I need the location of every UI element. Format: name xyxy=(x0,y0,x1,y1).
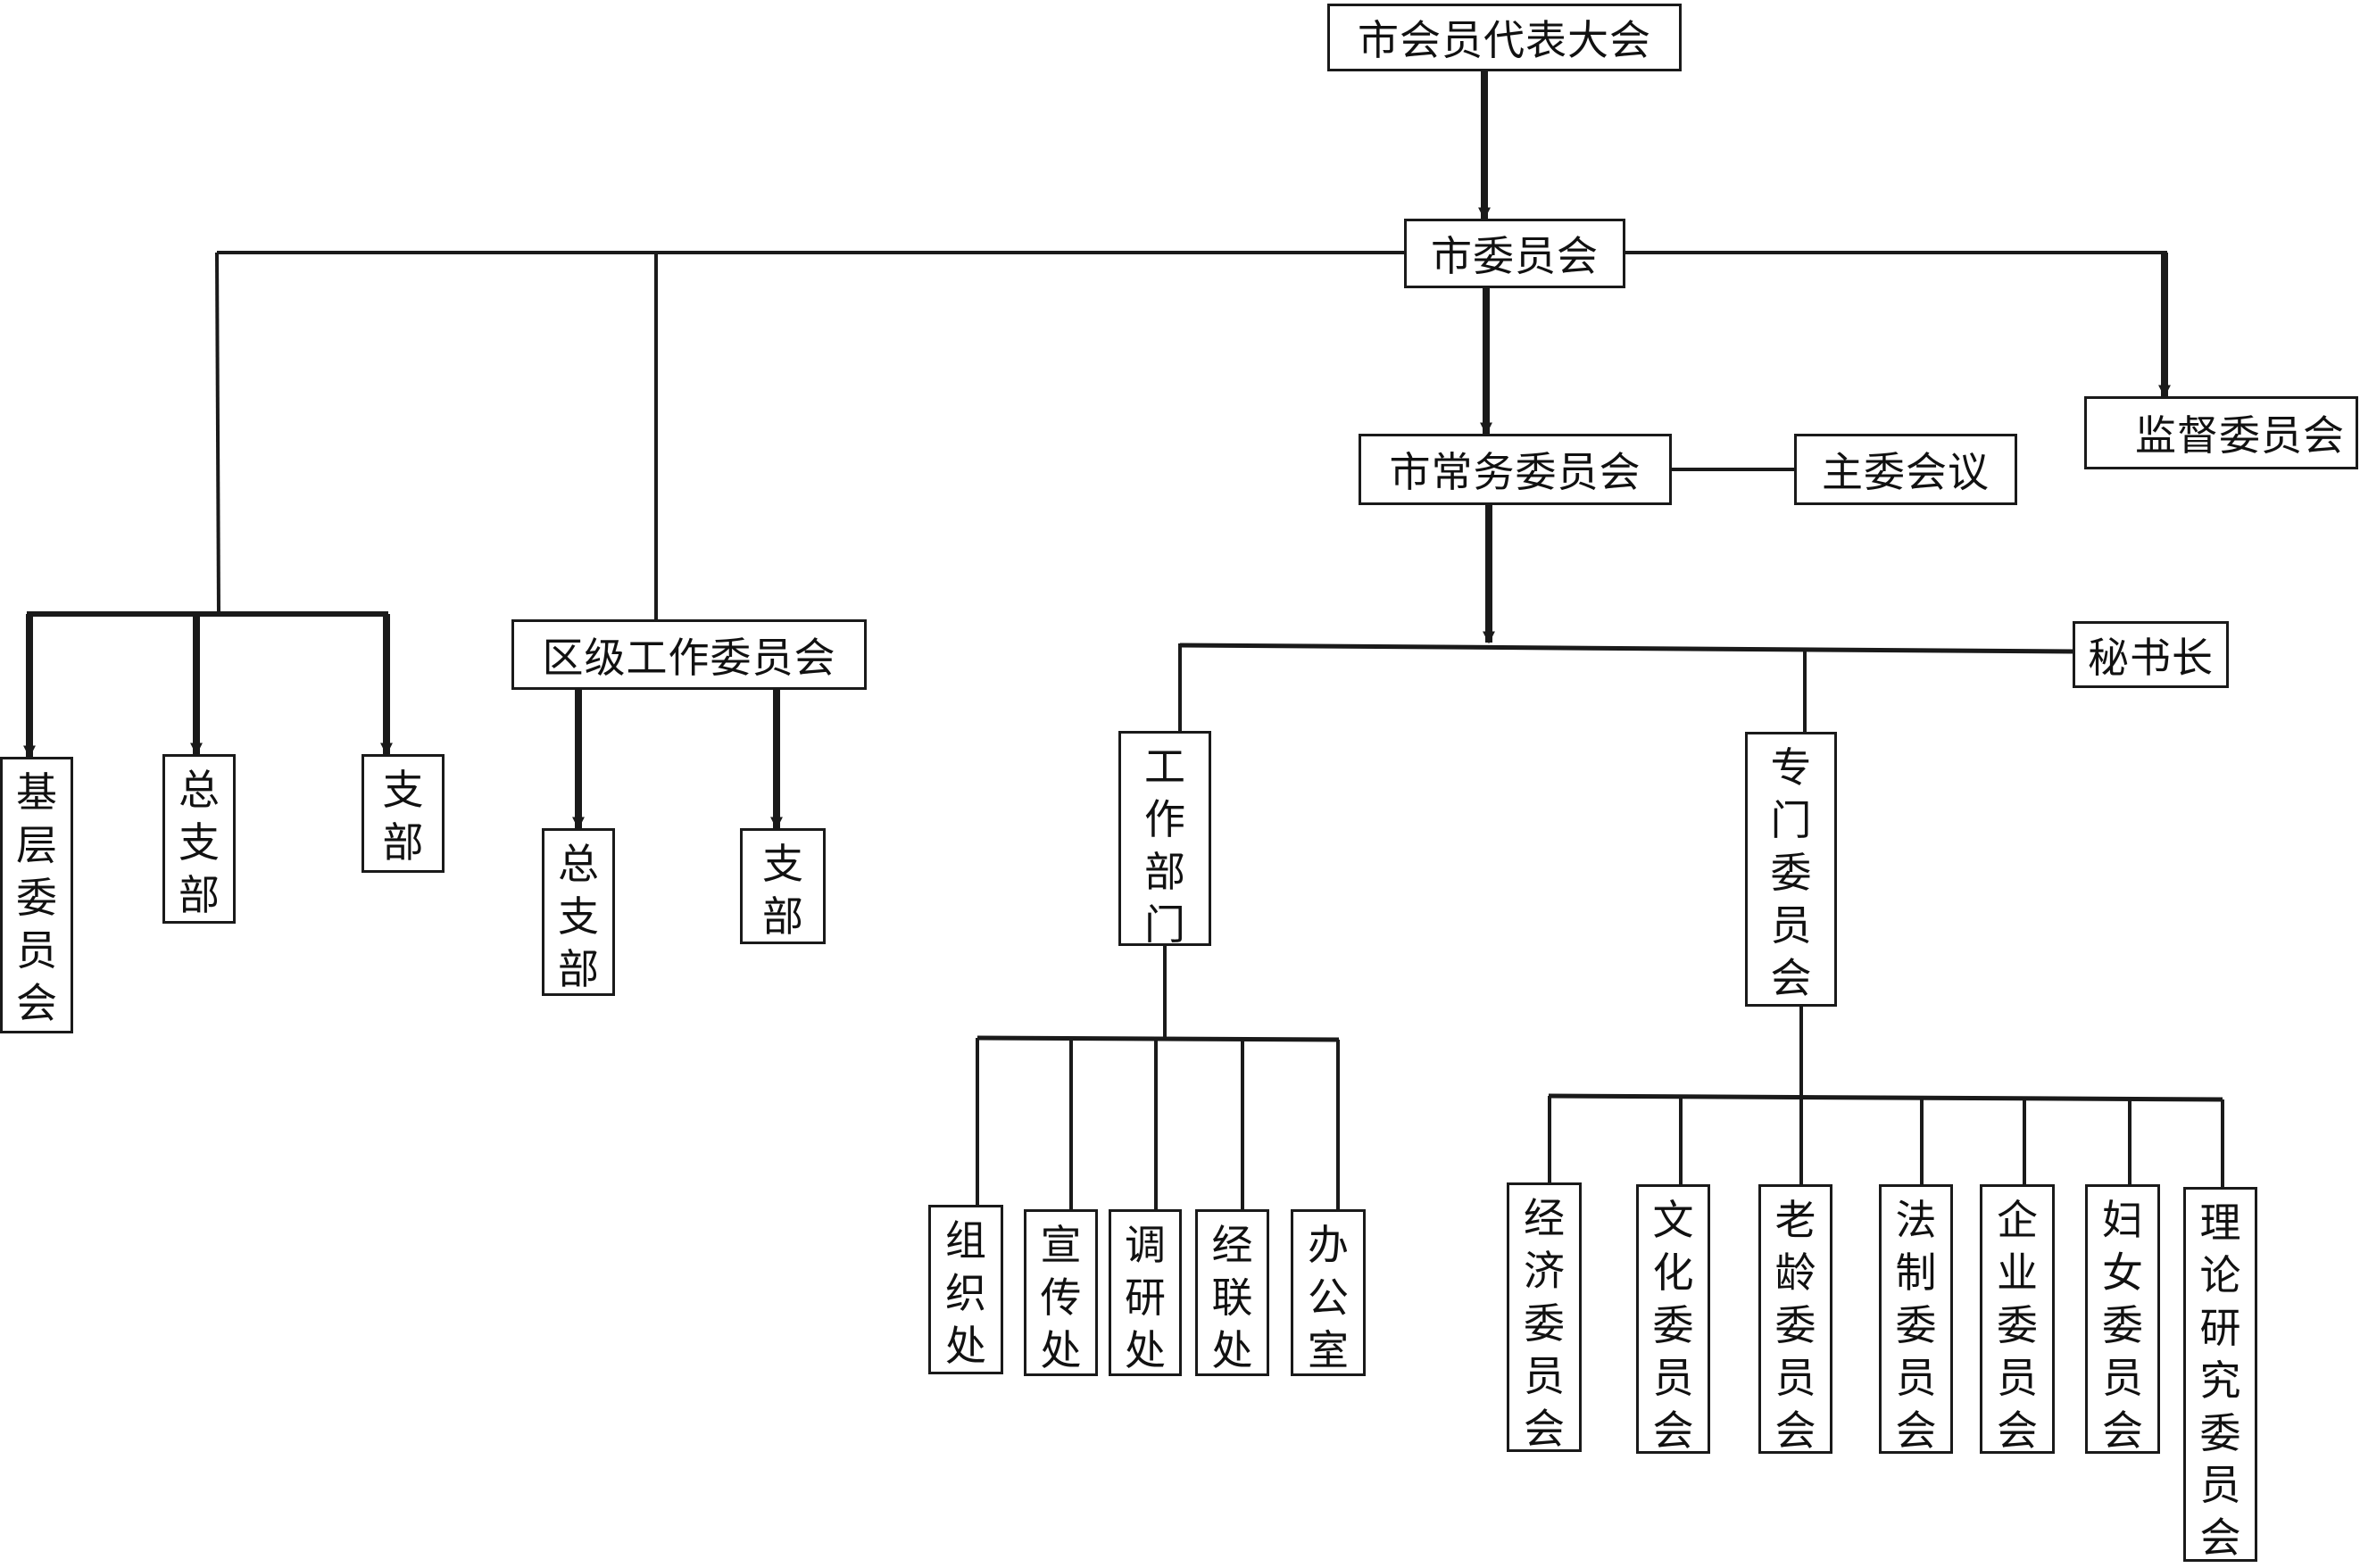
node-publicity: 宣传处 xyxy=(1024,1209,1098,1376)
node-chair-meeting: 主委会议 xyxy=(1794,434,2017,505)
line-work-dept-bus xyxy=(976,1035,1340,1042)
node-liaison: 经联处 xyxy=(1195,1209,1269,1376)
node-district: 区级工作委员会 xyxy=(511,619,867,690)
line-special-bus xyxy=(1548,1093,2223,1102)
node-work-dept: 工作部门 xyxy=(1118,731,1211,949)
node-secretary-general: 秘书长 xyxy=(2073,621,2229,688)
node-organization: 组织处 xyxy=(928,1205,1003,1374)
node-general-branch-1: 总支部 xyxy=(162,754,236,924)
node-congress: 市会员代表大会 xyxy=(1327,4,1682,71)
node-supervision: 监督委员会 xyxy=(2084,396,2358,469)
node-office: 办公室 xyxy=(1291,1209,1366,1376)
node-branch-2: 支部 xyxy=(740,828,826,944)
node-elderly: 老龄委员会 xyxy=(1758,1184,1832,1455)
node-special-committees: 专门委员会 xyxy=(1745,732,1837,1007)
node-theory: 理论研究委员会 xyxy=(2183,1187,2257,1562)
node-women: 妇女委员会 xyxy=(2085,1184,2160,1455)
line-bus-left-drop xyxy=(215,252,220,615)
node-research: 调研处 xyxy=(1109,1209,1182,1376)
node-branch-1: 支部 xyxy=(361,754,445,873)
node-legal: 法制委员会 xyxy=(1879,1184,1953,1455)
node-enterprise: 企业委员会 xyxy=(1980,1184,2055,1455)
line-standing-bus xyxy=(1179,643,2073,654)
node-culture: 文化委员会 xyxy=(1636,1184,1710,1455)
node-standing: 市常务委员会 xyxy=(1359,434,1672,505)
node-general-branch-2: 总支部 xyxy=(542,828,615,996)
node-committee: 市委员会 xyxy=(1404,219,1625,288)
node-economy: 经济委员会 xyxy=(1507,1182,1582,1453)
node-grassroots: 基层委员会 xyxy=(0,757,73,1033)
